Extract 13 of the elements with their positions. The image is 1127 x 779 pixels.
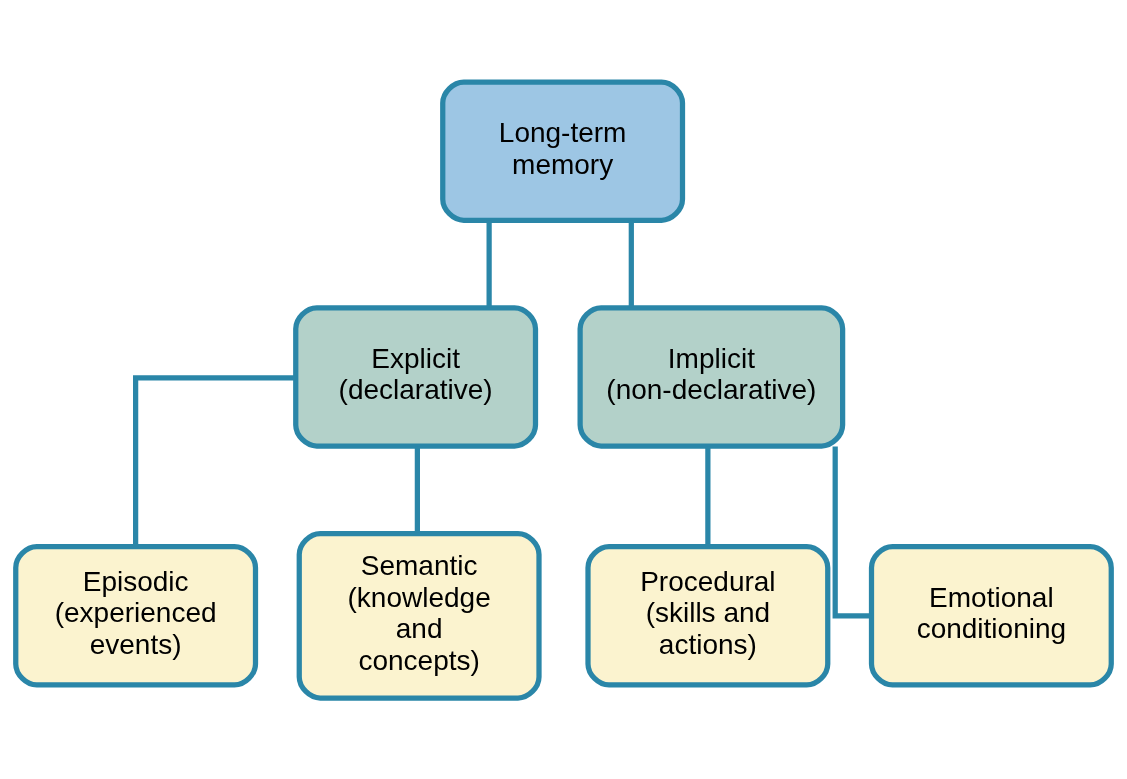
connector [414, 446, 420, 533]
node-box: Long-term memory [440, 78, 686, 223]
node-box: Explicit (declarative) [293, 304, 539, 449]
node-box: Implicit (non-declarative) [577, 304, 846, 449]
connector [832, 446, 872, 618]
node-box: Emotional conditioning [868, 543, 1114, 687]
node-box: Semantic (knowledge and concepts) [296, 530, 542, 701]
connector [628, 220, 634, 307]
connector [133, 374, 296, 546]
connector [486, 220, 492, 307]
connector [705, 446, 711, 546]
node-box: Procedural (skills and actions) [585, 543, 831, 687]
node-box: Episodic (experienced events) [13, 543, 259, 687]
